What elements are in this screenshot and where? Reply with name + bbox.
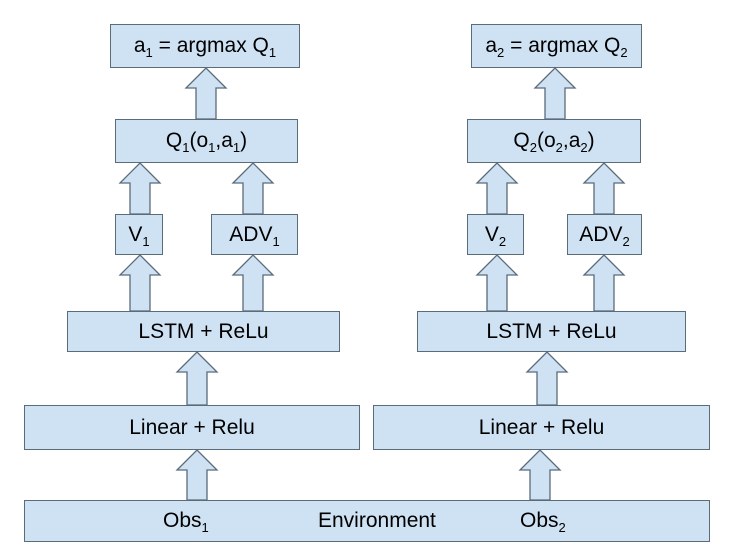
- agent1-v-box: V1: [115, 214, 163, 255]
- agent2-v-box: V2: [467, 214, 524, 255]
- environment-label: Environment: [318, 509, 436, 532]
- agent1-action-label: a1 = argmax Q1: [133, 34, 277, 60]
- environment-obs1-label: Obs1: [163, 509, 209, 535]
- agent1-v-label: V1: [128, 222, 150, 249]
- agent2-lstm-label: LSTM + ReLu: [486, 319, 617, 343]
- arrow-adv2-to-q2: [582, 162, 626, 215]
- environment-box: [24, 500, 710, 542]
- agent1-q-label: Q1(o1,a1): [165, 129, 248, 155]
- agent2-linear-label: Linear + Relu: [478, 415, 605, 439]
- arrow-linear1-to-lstm1: [175, 351, 219, 406]
- arrow-q2-to-action2: [533, 67, 577, 120]
- arrow-v1-to-q1: [118, 162, 162, 215]
- arrow-lstm2-to-v2: [475, 254, 519, 312]
- agent1-lstm-label: LSTM + ReLu: [138, 319, 269, 343]
- agent2-v-label: V2: [484, 222, 507, 249]
- agent2-adv-box: ADV2: [567, 214, 642, 255]
- arrow-env-to-linear2: [518, 449, 562, 501]
- agent2-q-box: Q2(o2,a2): [467, 119, 641, 163]
- agent1-q-box: Q1(o1,a1): [115, 119, 298, 163]
- agent2-action-label: a2 = argmax Q2: [485, 34, 628, 60]
- agent1-linear-box: Linear + Relu: [24, 405, 360, 450]
- agent1-action-box: a1 = argmax Q1: [110, 24, 300, 68]
- agent2-q-label: Q2(o2,a2): [513, 129, 595, 155]
- agent2-linear-box: Linear + Relu: [373, 405, 710, 450]
- agent2-adv-label: ADV2: [579, 222, 630, 249]
- arrow-lstm1-to-adv1: [231, 254, 275, 312]
- environment-obs2-label: Obs2: [520, 509, 566, 535]
- arrow-v2-to-q2: [475, 162, 519, 215]
- arrow-lstm1-to-v1: [118, 254, 162, 312]
- arrow-env-to-linear1: [175, 449, 219, 501]
- agent2-action-box: a2 = argmax Q2: [471, 24, 642, 68]
- arrow-lstm2-to-adv2: [582, 254, 626, 312]
- agent1-lstm-box: LSTM + ReLu: [67, 311, 340, 352]
- agent1-linear-label: Linear + Relu: [129, 415, 255, 439]
- agent2-lstm-box: LSTM + ReLu: [417, 311, 686, 352]
- arrow-q1-to-action1: [184, 67, 228, 120]
- arrow-linear2-to-lstm2: [525, 351, 569, 406]
- agent1-adv-box: ADV1: [211, 214, 298, 255]
- arrow-adv1-to-q1: [231, 162, 275, 215]
- agent1-adv-label: ADV1: [229, 222, 280, 249]
